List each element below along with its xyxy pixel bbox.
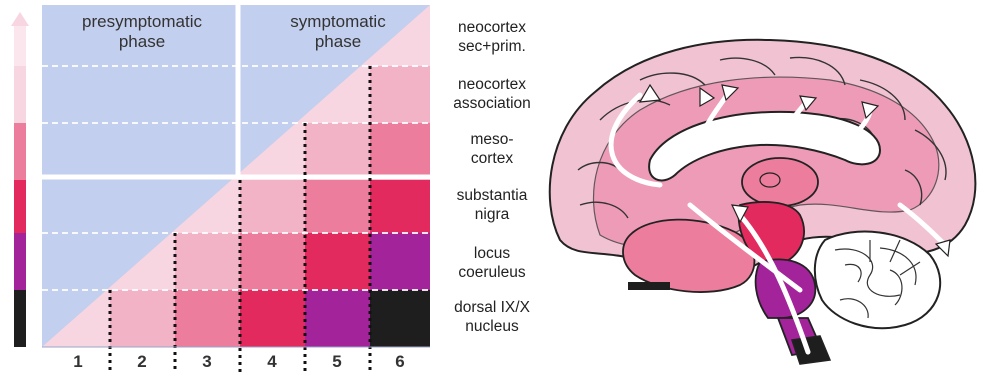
- cell-dorsal-stage5: [305, 290, 370, 347]
- region-label-dorsal-nucleus: dorsal IX/X nucleus: [432, 298, 552, 336]
- region-label-locus-coeruleus: locus coeruleus: [432, 244, 552, 282]
- cell-meso-stage5: [305, 123, 370, 180]
- cell-association-stage6: [370, 66, 430, 123]
- cell-nigra-stage6: [370, 180, 430, 233]
- phase-label-symptomatic: symptomatic phase: [248, 12, 428, 52]
- stage-number-5: 5: [317, 352, 357, 372]
- severity-scale-bar: [11, 12, 29, 347]
- region-label-neocortex-association: neocortex association: [432, 75, 552, 113]
- stage-number-1: 1: [58, 352, 98, 372]
- stage-number-4: 4: [252, 352, 292, 372]
- brain-illustration: [550, 40, 976, 364]
- cell-locus-stage6: [370, 233, 430, 290]
- phase-label-presymptomatic: presymptomatic phase: [52, 12, 232, 52]
- stage-number-2: 2: [122, 352, 162, 372]
- cell-locus-stage5: [305, 233, 370, 290]
- stage-number-6: 6: [380, 352, 420, 372]
- cell-meso-stage6: [370, 123, 430, 180]
- region-label-neocortex-sec-prim: neocortex sec+prim.: [432, 18, 552, 56]
- cell-dorsal-stage3: [175, 290, 240, 347]
- cell-locus-stage3: [175, 233, 240, 290]
- cell-nigra-stage5: [305, 180, 370, 233]
- staging-grid: [42, 5, 430, 372]
- cell-nigra-stage4: [240, 180, 305, 233]
- base-bar: [628, 282, 670, 290]
- dorsal-vagal-nucleus: [792, 336, 830, 364]
- region-label-mesocortex: meso- cortex: [432, 130, 552, 168]
- scale-arrow-head: [11, 12, 29, 26]
- region-label-substantia-nigra: substantia nigra: [432, 186, 552, 224]
- cell-dorsal-stage2: [110, 290, 175, 347]
- cell-dorsal-stage4: [240, 290, 305, 347]
- cell-locus-stage4: [240, 233, 305, 290]
- cell-dorsal-stage6: [370, 290, 430, 347]
- stage-number-3: 3: [187, 352, 227, 372]
